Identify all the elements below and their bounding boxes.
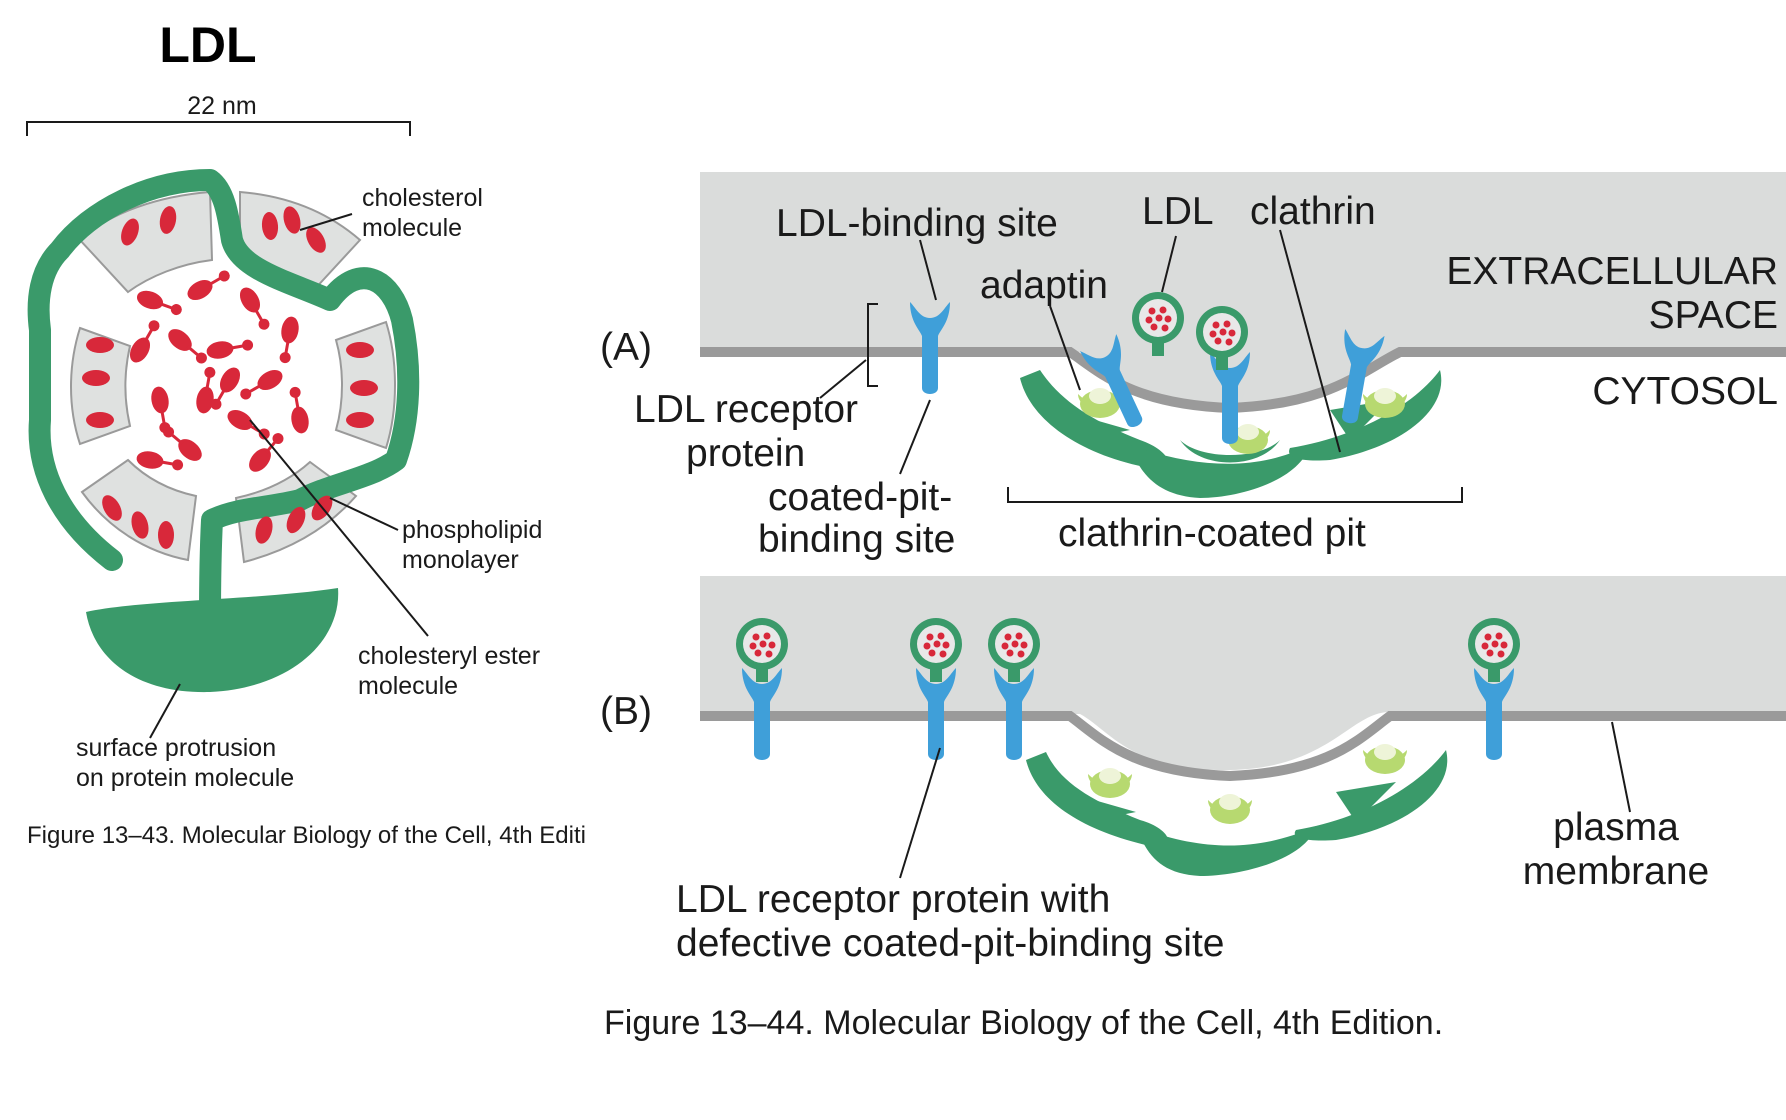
pit-bracket bbox=[1007, 487, 1463, 503]
scale-bar bbox=[26, 121, 411, 136]
left-leader-lines bbox=[149, 213, 429, 739]
ldl-structure-figure: LDL 22 nm bbox=[26, 17, 586, 849]
label-adaptin: adaptin bbox=[980, 264, 1108, 307]
panel-b-letter: (B) bbox=[600, 690, 652, 733]
apolipoprotein-belt bbox=[27, 169, 420, 631]
label-phospholipid-1: phospholipid bbox=[402, 516, 542, 544]
label-defective-2: defective coated-pit-binding site bbox=[676, 922, 1225, 965]
label-phospholipid-2: monolayer bbox=[402, 546, 519, 574]
label-extracellular-1: EXTRACELLULAR bbox=[1446, 250, 1778, 293]
label-coated-2: binding site bbox=[758, 518, 955, 561]
clathrin-coat-b bbox=[1026, 750, 1448, 876]
label-ldl: LDL bbox=[1142, 190, 1214, 233]
panel-b: (B) plasma membrane LDL receptor protein… bbox=[600, 576, 1786, 965]
adaptin-b-3 bbox=[1363, 744, 1407, 774]
label-ester-1: cholesteryl ester bbox=[358, 642, 540, 670]
label-receptor-2: protein bbox=[686, 432, 805, 475]
ldl-title: LDL bbox=[159, 17, 256, 73]
label-cholesterol-2: molecule bbox=[362, 214, 462, 242]
label-cholesterol-1: cholesterol bbox=[362, 184, 483, 212]
label-receptor-1: LDL receptor bbox=[634, 388, 858, 431]
label-coated-1: coated-pit- bbox=[768, 476, 952, 519]
label-protrusion-2: on protein molecule bbox=[76, 764, 294, 792]
label-cytosol: CYTOSOL bbox=[1592, 370, 1778, 413]
panel-a-letter: (A) bbox=[600, 326, 652, 369]
plasma-membrane-b bbox=[700, 711, 1786, 782]
core-cholesteryl-esters bbox=[129, 270, 309, 472]
label-plasma-2: membrane bbox=[1523, 850, 1709, 893]
adaptin-b-1 bbox=[1088, 768, 1132, 798]
label-binding-site: LDL-binding site bbox=[776, 202, 1058, 245]
label-pit: clathrin-coated pit bbox=[1058, 512, 1366, 555]
extracellular-space-a bbox=[700, 172, 1786, 406]
receptor-bracket bbox=[867, 303, 878, 387]
left-caption: Figure 13–43. Molecular Biology of the C… bbox=[27, 822, 586, 849]
panel-a-leader-lines bbox=[819, 229, 1341, 475]
shell-cholesterol bbox=[82, 206, 378, 549]
clathrin-coat-a bbox=[1020, 370, 1442, 498]
panel-b-leader-lines bbox=[899, 721, 1631, 879]
surface-protrusion bbox=[86, 588, 339, 693]
panel-a: (A) LDL-binding site LDL clathrin adapti… bbox=[600, 172, 1786, 561]
extracellular-space-b bbox=[700, 576, 1786, 771]
label-defective-1: LDL receptor protein with bbox=[676, 878, 1110, 921]
adaptin-b-2 bbox=[1208, 794, 1252, 824]
label-clathrin: clathrin bbox=[1250, 190, 1376, 233]
label-ester-2: molecule bbox=[358, 672, 458, 700]
label-plasma-1: plasma bbox=[1553, 806, 1679, 849]
right-caption: Figure 13–44. Molecular Biology of the C… bbox=[604, 1004, 1443, 1042]
label-extracellular-2: SPACE bbox=[1649, 294, 1778, 337]
label-protrusion-1: surface protrusion bbox=[76, 734, 276, 762]
scale-label: 22 nm bbox=[187, 92, 256, 120]
